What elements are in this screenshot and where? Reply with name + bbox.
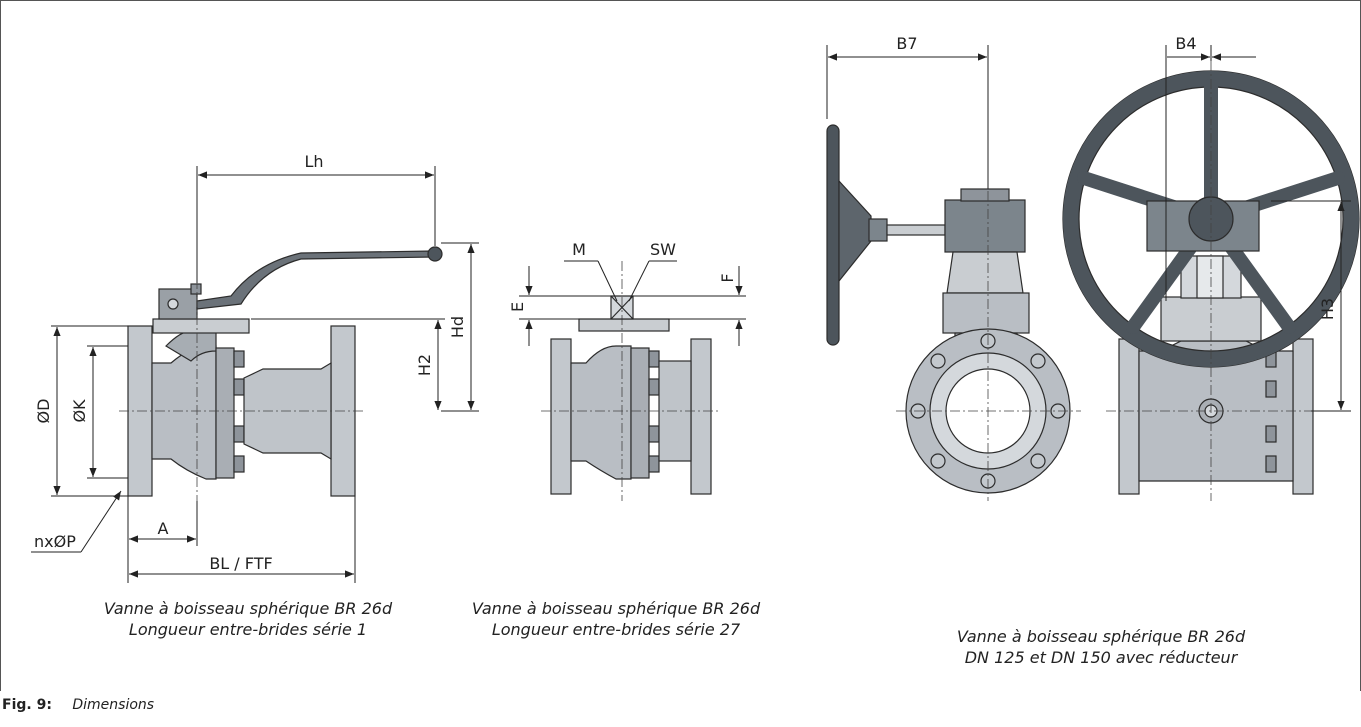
caption-gearbox: Vanne à boisseau sphérique BR 26d DN 125… [936,626,1266,668]
side-handwheel [826,124,840,346]
top-plate [152,318,250,334]
caption-2-line-1: Vanne à boisseau sphérique BR 26d [471,599,761,618]
label-f: F [718,273,737,282]
label-bl-ftf: BL / FTF [209,554,272,573]
label-lh: Lh [304,152,323,171]
shaft [886,224,946,236]
caption-series-1: Vanne à boisseau sphérique BR 26d Longue… [83,598,413,640]
left-flange-4 [1118,338,1140,495]
caption-1-line-2: Longueur entre-brides série 1 [128,620,368,639]
top-plate-27 [578,318,670,332]
label-nx-phi-p: nxØP [34,532,76,551]
figure-caption: Fig. 9: Dimensions [2,697,154,713]
label-b4: B4 [1175,34,1196,53]
left-body [151,345,217,480]
right-flange-4 [1292,338,1314,495]
label-m: M [572,240,586,259]
label-hd: Hd [448,316,467,338]
caption-series-27: Vanne à boisseau sphérique BR 26d Longue… [451,598,781,640]
right-flange-27 [690,338,712,495]
left-flange-27 [550,338,572,495]
adapter [946,251,1024,294]
lever-handle [196,250,434,310]
valve-view-series-1 [127,246,443,497]
caption-3-line-2: DN 125 et DN 150 avec réducteur [964,648,1238,667]
gearbox-front-view [826,124,1071,494]
label-h2: H2 [415,354,434,376]
gearbox-1 [944,199,1026,253]
valve-view-series-27 [550,295,712,495]
gearbox-side-view [1062,70,1360,495]
label-a: A [158,519,169,538]
label-phi-k: ØK [70,399,89,423]
label-phi-d: ØD [34,399,53,424]
drawing-frame: Lh A BL / FTF nxØP ØD ØK H2 Hd [0,0,1361,691]
figure-label: Fig. 9: [2,697,52,713]
caption-2-line-2: Longueur entre-brides série 27 [491,620,741,639]
label-e: E [508,302,527,312]
center-flange [215,347,235,479]
lever-knob [427,246,443,262]
caption-1-line-1: Vanne à boisseau sphérique BR 26d [103,599,393,618]
label-h3: H3 [1318,298,1337,320]
caption-3-line-1: Vanne à boisseau sphérique BR 26d [956,627,1246,646]
label-b7: B7 [896,34,917,53]
technical-drawing: Lh A BL / FTF nxØP ØD ØK H2 Hd [31,34,1360,583]
label-sw: SW [650,240,676,259]
figure-title: Dimensions [72,697,155,713]
